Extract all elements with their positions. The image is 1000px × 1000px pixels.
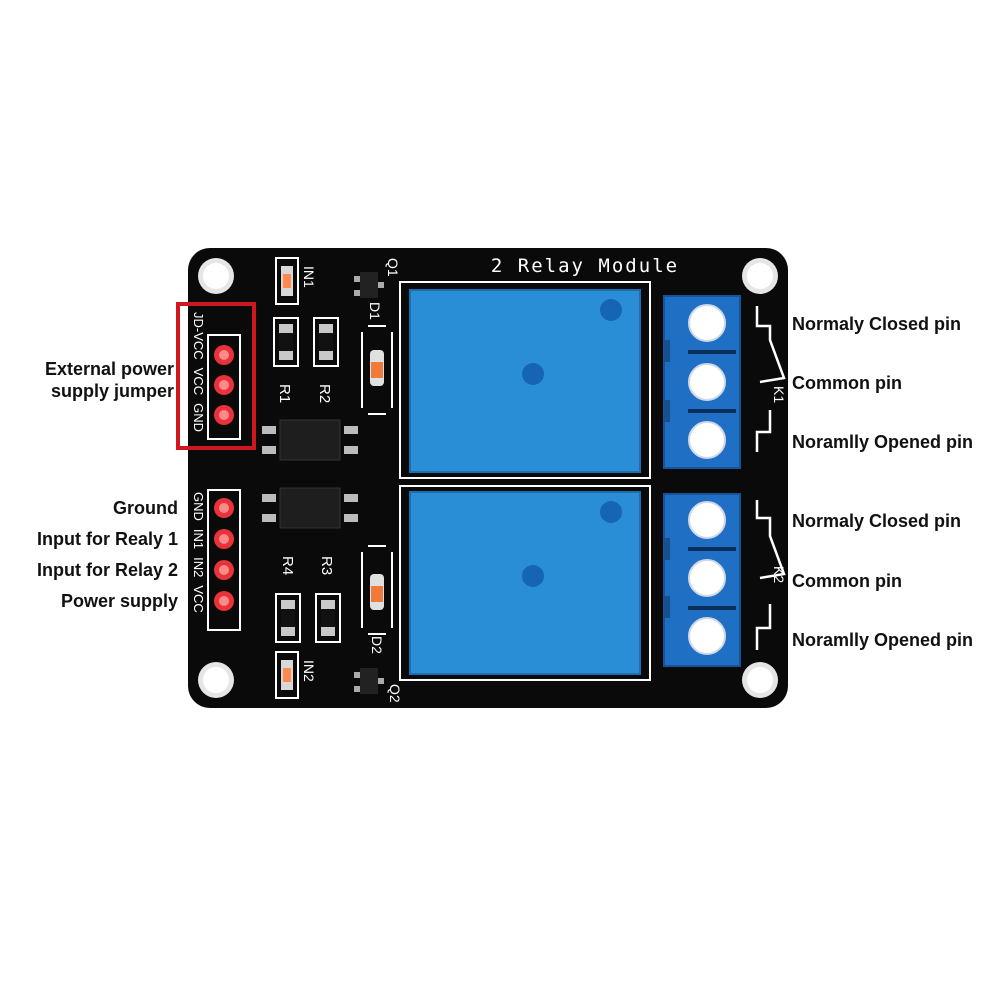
k1-label: K1	[771, 386, 787, 403]
resistor-r2	[313, 317, 339, 367]
jumper-pin-gnd: GND	[191, 403, 206, 432]
callout-ground: Ground	[113, 498, 178, 518]
in2-led	[275, 651, 299, 699]
d2-label: D2	[369, 636, 385, 654]
callout-k2-no: Noramlly Opened pin	[792, 630, 974, 650]
callout-jumper: External power supply jumper	[20, 358, 174, 402]
jumper-header	[207, 334, 241, 440]
callout-input-1: Input for Realy 1	[36, 529, 178, 549]
relay-2	[399, 485, 651, 681]
jumper-pin-labels: JD-VCC VCC GND	[191, 312, 206, 432]
r4-label: R4	[279, 556, 296, 575]
resistor-r1	[273, 317, 299, 367]
d1-label: D1	[367, 302, 383, 320]
transistor-q2	[354, 668, 384, 694]
diode-d1	[361, 325, 393, 415]
in1-led	[275, 257, 299, 305]
optocoupler-1	[262, 419, 358, 461]
optocoupler-2	[262, 487, 358, 529]
jumper-pin-jdvcc: JD-VCC	[191, 312, 206, 360]
k1-switch-symbol	[755, 306, 786, 452]
in1-led-label: IN1	[301, 266, 317, 288]
resistor-r3	[315, 593, 341, 643]
k2-switch-symbol	[755, 500, 786, 650]
board-title: 2 Relay Module	[491, 255, 679, 277]
terminal-block-2	[663, 493, 741, 667]
r2-label: R2	[316, 384, 333, 403]
callout-power: Power supply	[60, 591, 178, 611]
callout-jumper-line2: supply jumper	[50, 381, 174, 401]
resistor-r4	[275, 593, 301, 643]
q2-label: Q2	[387, 684, 403, 703]
jumper-pin-vcc: VCC	[191, 368, 206, 395]
callout-k1-nc: Normaly Closed pin	[792, 314, 962, 334]
callout-jumper-line1: External power	[44, 359, 174, 379]
jumper-highlight-box	[176, 302, 256, 450]
transistor-q1	[354, 272, 384, 298]
relay-1	[399, 281, 651, 479]
q1-label: Q1	[385, 258, 401, 277]
callout-k2-common: Common pin	[792, 571, 902, 591]
jumper-pins	[214, 345, 234, 425]
mounting-holes	[198, 258, 778, 698]
callout-k1-common: Common pin	[792, 373, 902, 393]
input-header	[207, 489, 241, 631]
r3-label: R3	[318, 556, 335, 575]
diode-d2	[361, 545, 393, 635]
input-pins	[214, 498, 234, 611]
callout-k2-nc: Normaly Closed pin	[792, 511, 962, 531]
callout-input-2: Input for Relay 2	[36, 560, 178, 580]
r1-label: R1	[276, 384, 293, 403]
callout-k1-no: Noramlly Opened pin	[792, 432, 974, 452]
k2-label: K2	[771, 566, 787, 583]
terminal-block-1	[663, 295, 741, 469]
input-pin-labels: GNDIN1IN2VCC	[191, 492, 206, 613]
in2-led-label: IN2	[301, 660, 317, 682]
